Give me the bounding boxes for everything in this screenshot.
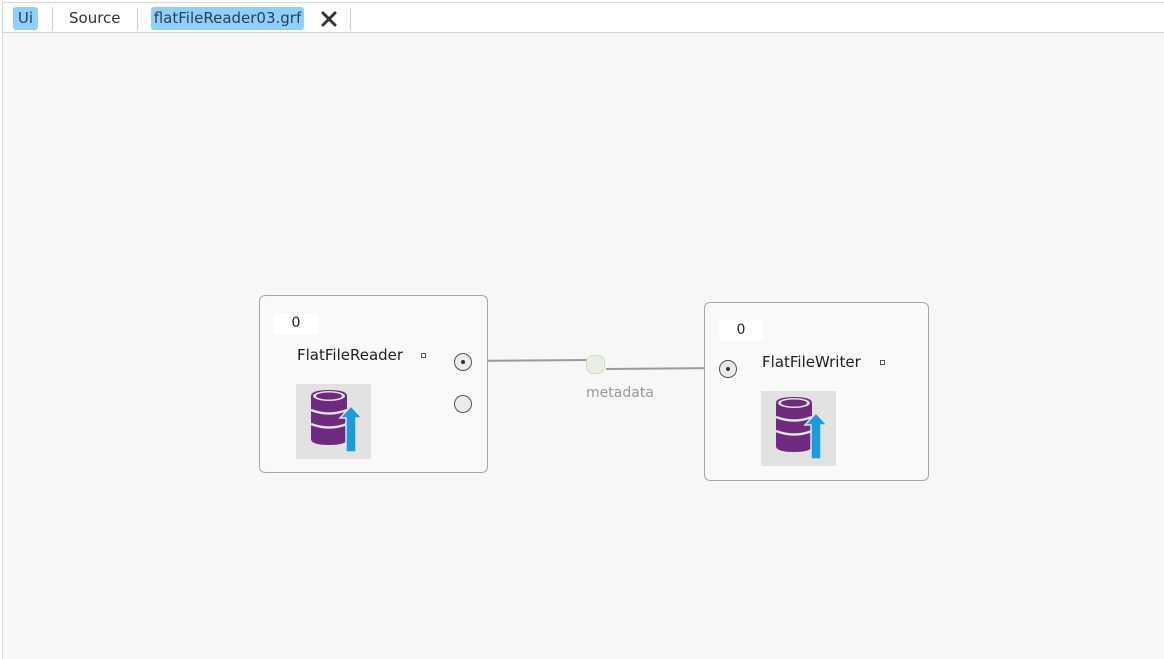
metadata-label: metadata — [586, 385, 654, 401]
port-dot — [461, 360, 465, 364]
edge-lines — [459, 359, 725, 370]
close-icon[interactable] — [319, 9, 339, 29]
node-flatfilewriter[interactable]: 0 FlatFileWriter — [704, 302, 929, 481]
database-upload-icon — [296, 384, 371, 459]
tab-file[interactable]: flatFileReader03.grf — [151, 7, 304, 30]
port-dot — [726, 367, 730, 371]
tab-ui[interactable]: Ui — [13, 7, 38, 30]
node-flatfilereader[interactable]: 0 FlatFileReader — [259, 295, 488, 473]
status-indicator — [880, 360, 885, 365]
tab-separator — [137, 7, 138, 30]
database-upload-icon — [761, 391, 836, 466]
tab-separator — [52, 7, 53, 30]
tab-separator — [350, 7, 351, 30]
metadata-node[interactable] — [586, 355, 605, 374]
status-indicator — [421, 353, 426, 358]
output-port[interactable] — [454, 395, 472, 413]
node-label: FlatFileWriter — [762, 353, 861, 371]
tab-bar: Ui Source flatFileReader03.grf — [3, 3, 1164, 33]
node-counter: 0 — [719, 320, 763, 341]
graph-canvas[interactable]: 0 FlatFileReader metadata 0 FlatFileWrit… — [3, 33, 1164, 659]
tab-source[interactable]: Source — [69, 9, 121, 27]
node-counter: 0 — [274, 313, 318, 334]
node-label: FlatFileReader — [297, 346, 404, 364]
output-port-connected[interactable] — [454, 353, 472, 371]
input-port-connected[interactable] — [719, 360, 737, 378]
